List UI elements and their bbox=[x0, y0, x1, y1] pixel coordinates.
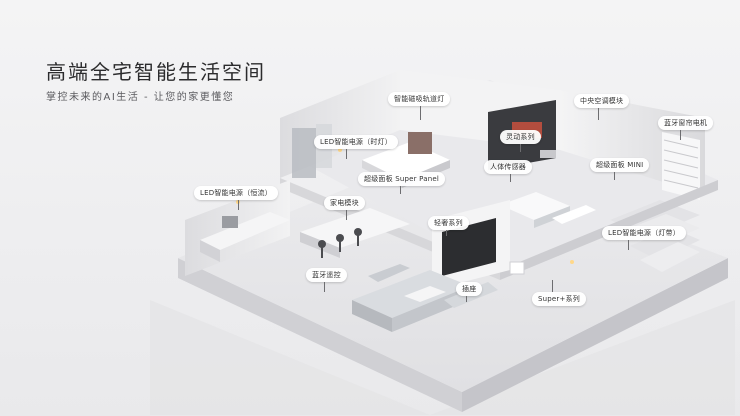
leader-led-table-lamp bbox=[346, 149, 347, 159]
kitchen-island bbox=[300, 208, 410, 248]
leader-bt-remote bbox=[324, 282, 325, 292]
leader-curtain-motor bbox=[680, 130, 681, 140]
callout-qingshe: 轻奢系列 bbox=[428, 216, 469, 230]
leader-super-plus bbox=[552, 280, 553, 292]
callout-led-constant: LED智能电源（恒流） bbox=[194, 186, 278, 200]
leader-led-strip bbox=[628, 240, 629, 250]
leader-led-constant bbox=[238, 200, 239, 210]
page-subtitle: 掌控未来的AI生活 - 让您的家更懂您 bbox=[46, 92, 235, 103]
callout-bt-remote: 蓝牙遥控 bbox=[306, 268, 347, 282]
leader-mini-panel bbox=[614, 172, 615, 180]
callout-super-panel: 超级面板 Super Panel bbox=[358, 172, 446, 186]
leader-socket bbox=[466, 296, 467, 302]
bar-stools bbox=[318, 228, 362, 258]
callout-mini-panel: 超级面板 MINI bbox=[590, 158, 650, 172]
callout-track-light: 智能磁吸轨道灯 bbox=[388, 92, 451, 106]
page-title: 高端全宅智能生活空间 bbox=[46, 60, 266, 84]
leader-lingdong bbox=[520, 144, 521, 152]
leader-track-light bbox=[420, 106, 421, 120]
leader-appliance-module bbox=[346, 210, 347, 220]
callout-led-table-lamp: LED智能电源（时灯） bbox=[314, 135, 398, 149]
leader-central-ac bbox=[598, 108, 599, 120]
leader-super-panel bbox=[400, 186, 401, 194]
leader-body-sensor bbox=[510, 174, 511, 182]
curtain-left bbox=[292, 128, 316, 178]
callout-super-plus: Super+系列 bbox=[532, 292, 586, 306]
window-blinds bbox=[662, 132, 700, 200]
base-right-face bbox=[462, 258, 728, 412]
callout-led-strip: LED智能电源（灯带） bbox=[602, 226, 686, 240]
base-left-face bbox=[178, 258, 462, 412]
lounge-chair bbox=[500, 192, 570, 220]
callout-curtain-motor: 蓝牙窗帘电机 bbox=[658, 116, 714, 130]
callout-appliance-module: 家电模块 bbox=[324, 196, 365, 210]
leader-qingshe bbox=[446, 230, 447, 236]
callout-socket: 插座 bbox=[456, 282, 483, 296]
callout-lingdong: 灵动系列 bbox=[500, 130, 541, 144]
kitchen-counter bbox=[200, 212, 290, 250]
tv-screen bbox=[442, 218, 496, 276]
callout-body-sensor: 人体传感器 bbox=[484, 160, 532, 174]
coffee-table bbox=[404, 286, 446, 302]
callout-central-ac: 中央空调模块 bbox=[574, 94, 630, 108]
